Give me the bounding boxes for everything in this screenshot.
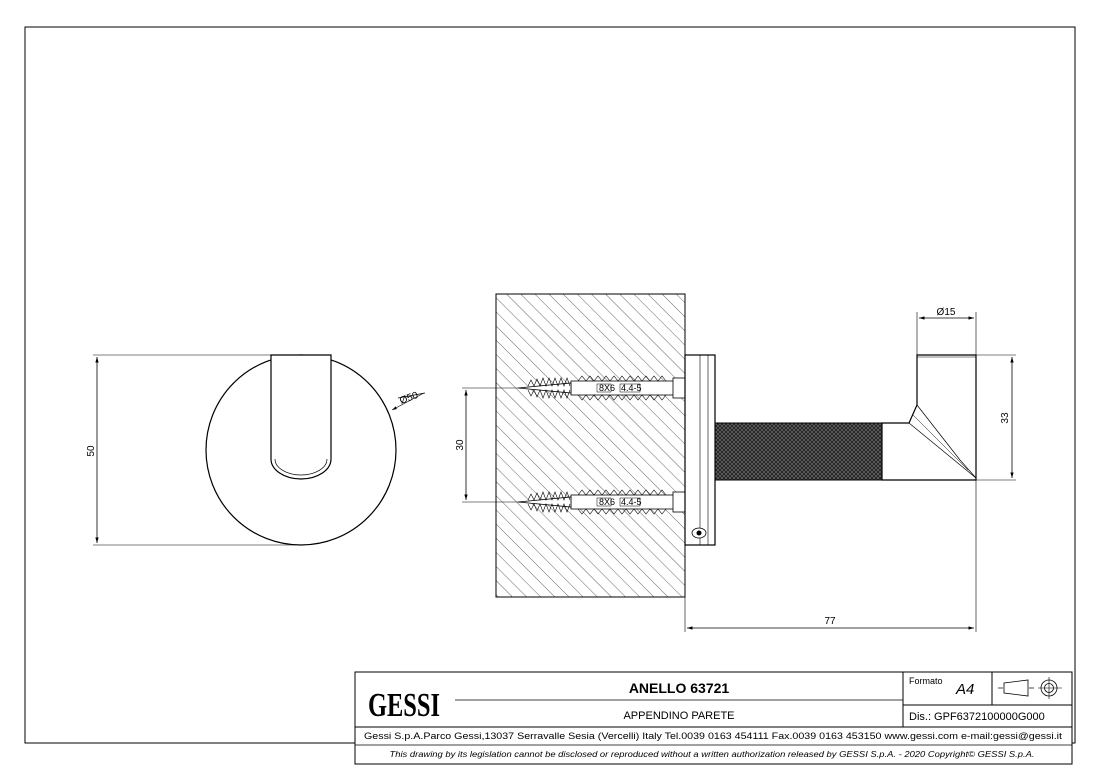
drawing-number: Dis.: GPF6372100000G000 [909, 711, 1045, 723]
dimension-knob-diameter: Ø15 [937, 307, 956, 318]
knob-head [881, 354, 977, 481]
wall-section [495, 293, 686, 598]
product-name: ANELLO 63721 [629, 680, 730, 696]
svg-text:8X6: 8X6 [599, 497, 615, 507]
side-section-view: 8X6 4.4-5 8X6 4.4-5 [455, 293, 1016, 632]
format-value: A4 [955, 681, 974, 698]
hook-inner-line [274, 458, 328, 476]
svg-text:4.4-5: 4.4-5 [621, 497, 642, 507]
dimension-front-diameter: Ø50 [398, 390, 420, 407]
company-info: Gessi S.p.A.Parco Gessi,13037 Serravalle… [364, 731, 1063, 741]
knurled-shaft [714, 422, 883, 481]
title-block: GESSI ANELLO 63721 APPENDINO PARETE Form… [354, 671, 1073, 765]
diameter-leader [391, 392, 425, 411]
company-logo: GESSI [368, 687, 440, 724]
format-label: Formato [909, 676, 943, 686]
wall-plug-bottom: 8X6 4.4-5 [517, 489, 686, 515]
dimension-plug-spacing: 30 [455, 439, 466, 451]
wall-plug-top: 8X6 4.4-5 [517, 375, 686, 401]
product-description: APPENDINO PARETE [623, 710, 734, 722]
projection-symbol-icon [998, 677, 1062, 699]
copyright-disclaimer: This drawing by its legislation cannot b… [390, 750, 1035, 759]
dimension-knob-height: 33 [1000, 412, 1011, 424]
front-view: 50 Ø50 [86, 354, 426, 546]
svg-text:8X6: 8X6 [599, 383, 615, 393]
svg-text:4.4-5: 4.4-5 [621, 383, 642, 393]
dimension-projection: 77 [824, 616, 836, 627]
dimension-front-height: 50 [86, 445, 97, 457]
hook-outline [270, 354, 332, 480]
